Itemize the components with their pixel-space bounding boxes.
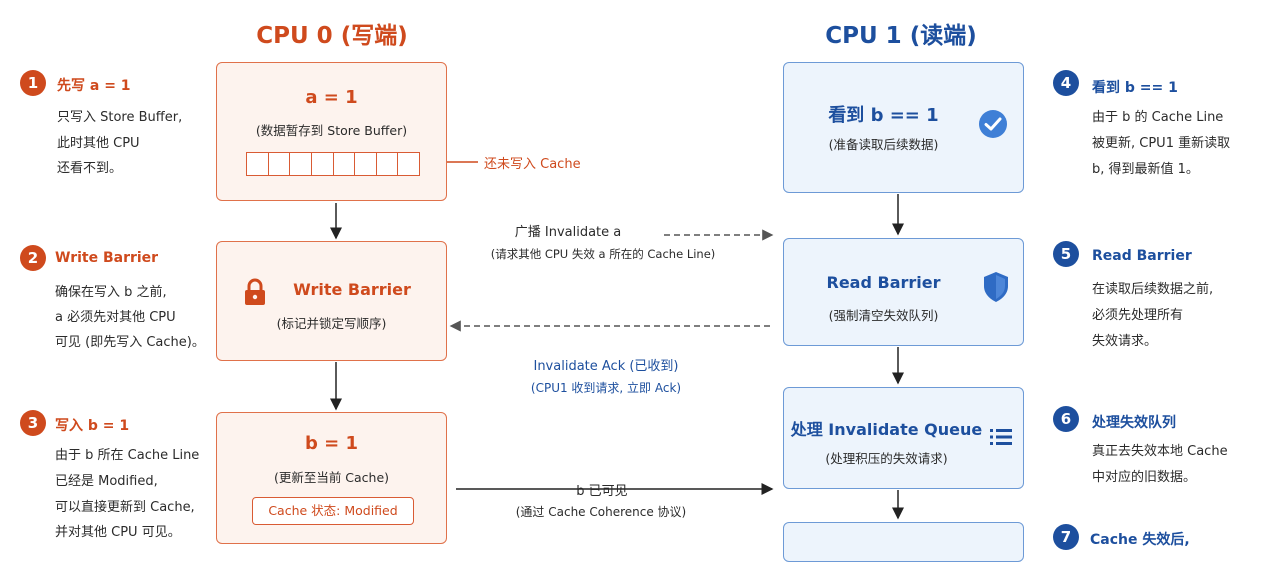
box-invalidate-queue: 处理 Invalidate Queue (处理积压的失效请求) [783,387,1024,489]
step-5-number: 5 [1053,241,1079,267]
step-3-line: 可以直接更新到 Cache, [55,500,195,515]
box-invalidate-queue-title: 处理 Invalidate Queue [790,420,983,439]
step-1-line: 此时其他 CPU [57,136,140,151]
box-see-b-sub: (准备读取后续数据) [828,137,939,152]
step-6-number: 6 [1053,406,1079,432]
box-read-barrier-sub: (强制清空失效队列) [828,308,939,323]
step-1-number: 1 [20,70,46,96]
box-write-b-sub: (更新至当前 Cache) [273,470,390,485]
step-2-line: 可见 (即先写入 Cache)。 [55,335,205,350]
step-4-number: 4 [1053,70,1079,96]
msg-ack-title: Invalidate Ack (已收到) [533,359,679,374]
step-6-line: 中对应的旧数据。 [1092,470,1197,485]
step-3-title: 写入 b = 1 [55,418,130,434]
step-5-line: 必须先处理所有 [1092,308,1184,323]
shield-icon [984,272,1008,302]
lock-icon [245,278,265,305]
step-2-line: a 必须先对其他 CPU [55,310,176,325]
list-icon [990,429,1012,445]
box-next-cutoff [783,522,1024,562]
step-7-number: 7 [1053,524,1079,550]
msg-ack-sub: (CPU1 收到请求, 立即 Ack) [530,381,682,395]
step-3-line: 并对其他 CPU 可见。 [55,525,181,540]
step-4-line: 被更新, CPU1 重新读取 [1092,136,1231,151]
box-write-a: a = 1 (数据暂存到 Store Buffer) [216,62,447,201]
step-3-line: 已经是 Modified, [55,474,158,489]
box-write-barrier-sub: (标记并锁定写顺序) [276,316,387,331]
step-3-number: 3 [20,410,46,436]
box-write-barrier-title: Write Barrier [293,280,411,299]
msg-broadcast-sub: (请求其他 CPU 失效 a 所在的 Cache Line) [490,247,716,261]
check-circle-icon [979,110,1007,138]
cpu1-title: CPU 1 (读端) [825,23,977,49]
cpu0-title: CPU 0 (写端) [256,23,408,49]
step-7-title: Cache 失效后, [1090,532,1190,548]
step-1-line: 还看不到。 [57,161,123,176]
step-3-line: 由于 b 所在 Cache Line [55,448,200,463]
step-6-title: 处理失效队列 [1092,415,1176,431]
step-2-number: 2 [20,245,46,271]
store-buffer-cells [246,152,420,176]
step-1-title: 先写 a = 1 [57,78,131,94]
box-write-a-title: a = 1 [305,87,358,108]
box-write-b-title: b = 1 [304,433,359,454]
msg-visible-title: b 已可见 [576,484,628,499]
box-see-b: 看到 b == 1 (准备读取后续数据) [783,62,1024,193]
step-4-title: 看到 b == 1 [1092,80,1178,96]
box-write-a-sub: (数据暂存到 Store Buffer) [255,123,408,138]
msg-broadcast-title: 广播 Invalidate a [514,225,622,240]
step-1-line: 只写入 Store Buffer, [57,110,183,125]
step-5-title: Read Barrier [1092,248,1192,264]
box-see-b-title: 看到 b == 1 [828,105,939,126]
cache-state-badge: Cache 状态: Modified [252,497,414,525]
box-read-barrier: Read Barrier (强制清空失效队列) [783,238,1024,346]
step-5-line: 在读取后续数据之前, [1092,282,1214,297]
step-2-line: 确保在写入 b 之前, [55,285,167,300]
box-read-barrier-title: Read Barrier [826,273,941,292]
step-4-line: b, 得到最新值 1。 [1092,162,1199,177]
box-invalidate-queue-sub: (处理积压的失效请求) [825,451,948,466]
step-2-title: Write Barrier [55,250,159,266]
note-not-in-cache: 还未写入 Cache [484,157,581,172]
msg-visible-sub: (通过 Cache Coherence 协议) [515,505,687,519]
box-write-barrier: Write Barrier (标记并锁定写顺序) [216,241,447,361]
step-5-line: 失效请求。 [1092,334,1158,349]
step-4-line: 由于 b 的 Cache Line [1092,110,1224,125]
connector-arrows [330,156,904,520]
step-6-line: 真正去失效本地 Cache [1092,444,1228,459]
